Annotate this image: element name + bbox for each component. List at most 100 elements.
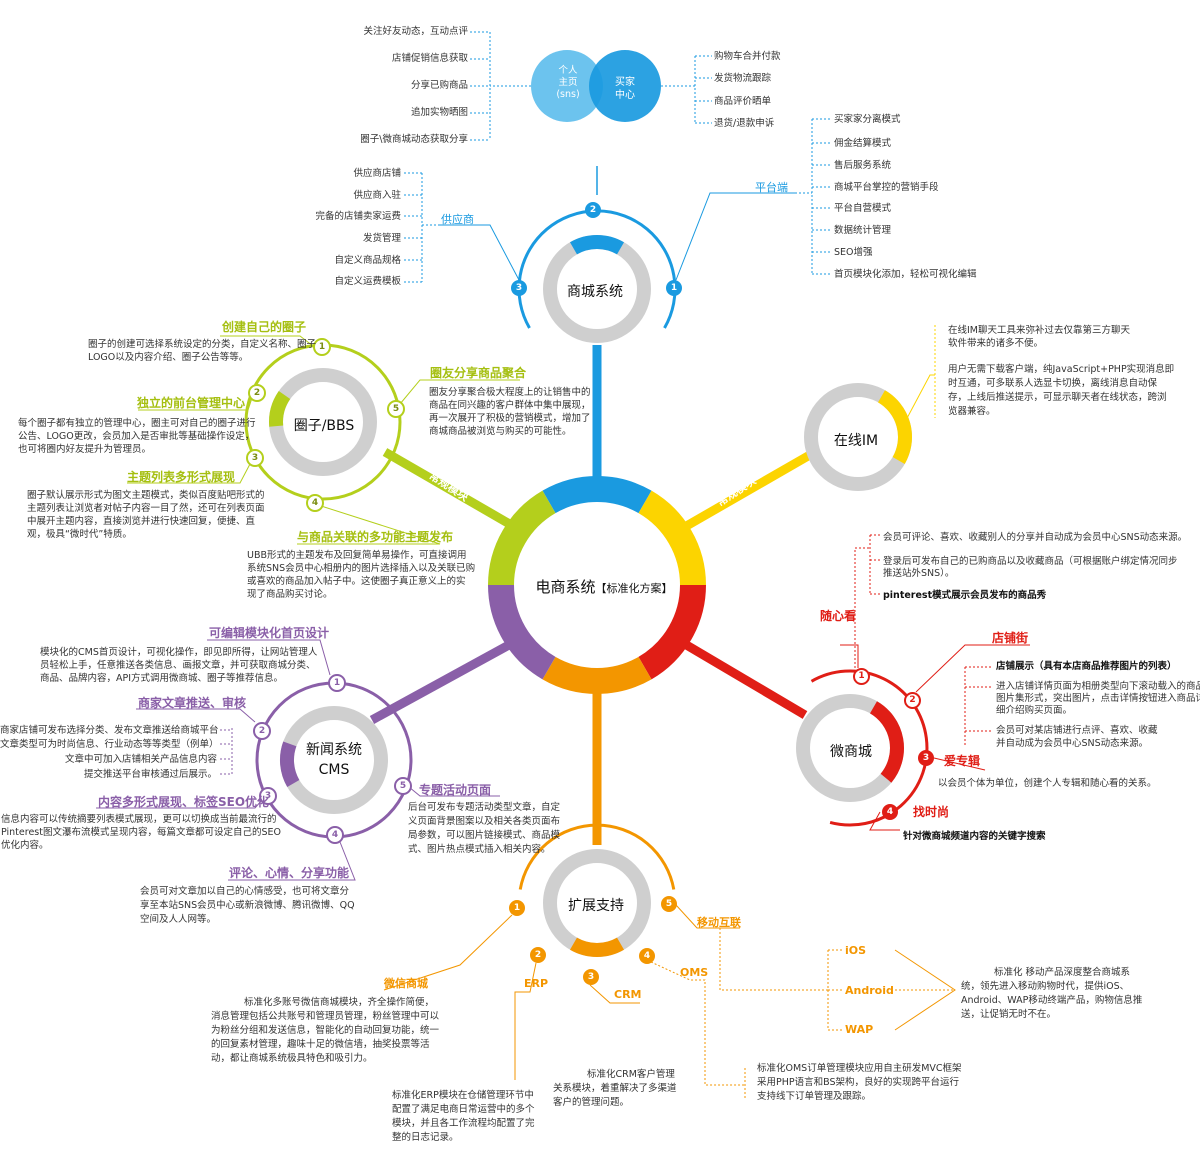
cms-desc-4-line-3: 空间及人人网等。 <box>140 914 217 925</box>
supplier-label: 供应商 <box>441 213 474 226</box>
ext-oms-d-2: 采用PHP语言和BS架构，良好的实现跨平台运行 <box>757 1077 959 1088</box>
ext-android: Android <box>845 984 894 997</box>
micro-badge-4: 4 <box>882 804 898 820</box>
spoke-right-top <box>673 448 818 536</box>
platform-item-2: 佣金结算模式 <box>834 138 892 149</box>
platform-item-4: 商城平台掌控的营销手段 <box>834 182 939 193</box>
bbs-conn-2 <box>138 397 253 411</box>
cms-desc-1-line-2: 员轻松上手，任意推送各类信息、画报文章，并可获取商城分类、 <box>40 660 316 671</box>
cms-desc-5-line-1: 后台可发布专题活动类型文章，自定 <box>408 802 561 813</box>
ext-mobile-d-3: Android、WAP移动终端产品，购物信息推 <box>961 995 1143 1006</box>
bbs-badge-1: 1 <box>313 338 331 356</box>
micro-shop-d2-line-1: 会员可对某店铺进行点评、喜欢、收藏 <box>996 725 1158 736</box>
bbs-badge-5: 5 <box>387 400 405 418</box>
ext-wechat-d-4: 的回复素材管理，趣味十足的微信墙，抽奖投票等活 <box>211 1039 430 1050</box>
bbs-heading-3: 主题列表多形式展现 <box>127 470 236 484</box>
micro-badge-3: 3 <box>918 750 934 766</box>
ext-conn-5 <box>675 904 740 929</box>
platform-connector <box>675 192 795 281</box>
im-hub-disc <box>820 399 896 475</box>
platform-label: 平台端 <box>755 181 788 194</box>
cms-heading-2: 商家文章推送、审核 <box>138 696 247 710</box>
center-ring-segment-6 <box>488 490 556 586</box>
im-p2-line-1: 用户无需下载客户端，纯JavaScript+PHP实现消息即 <box>948 364 1175 375</box>
ext-mobile-brace <box>894 949 956 1031</box>
micro-title: 微商城 <box>830 744 872 760</box>
im-p2-line-4: 览器兼容。 <box>948 406 996 417</box>
ext-wechat-d-1: 标准化多账号微信商城模块，齐全操作简便， <box>244 997 435 1008</box>
bbs-badge-3: 3 <box>246 449 264 467</box>
cms-conn-5 <box>408 786 500 797</box>
buyer-circle <box>589 50 661 122</box>
bbs-title: 圈子/BBS <box>293 418 355 434</box>
sns-circle-label: 个人 主页 (sns) <box>548 65 588 101</box>
buyer-item-2: 发货物流跟踪 <box>714 73 772 84</box>
supplier-item-6: 自定义运费模板 <box>334 276 401 287</box>
micro-shop-title: 店铺展示（具有本店商品推荐图片的列表） <box>996 661 1177 672</box>
bbs-badge-2: 2 <box>248 384 266 402</box>
bbs-desc-5-line-2: 商品在同兴趣的客户群体中集中展现， <box>429 400 591 411</box>
ext-oms-heading: OMS <box>680 966 709 979</box>
ext-badge-2: 2 <box>530 947 546 963</box>
micro-hub-ring-accent <box>869 701 904 783</box>
platform-item-3: 售后服务系统 <box>834 160 892 171</box>
ext-hub-ring-accent <box>570 937 624 957</box>
ext-mobile-d-1: 标准化 移动产品深度整合商城系 <box>994 967 1131 978</box>
spoke-left-top <box>382 448 523 534</box>
mall-hub-disc <box>559 251 635 327</box>
micro-heading-3: 爱专辑 <box>944 754 981 768</box>
micro-shop-d1-line-3: 细介绍购买页面。 <box>996 705 1073 716</box>
cms-badge-2: 2 <box>253 722 271 740</box>
im-p1-line-2: 软件带来的诸多不便。 <box>948 338 1044 349</box>
cms-hub-disc <box>296 722 372 798</box>
micro-top-item-3: pinterest模式展示会员发布的商品秀 <box>883 590 1047 601</box>
bbs-hub-disc <box>285 384 361 460</box>
cms-desc-5-line-2: 义页面背景图案以及相关各类页面布 <box>408 816 561 827</box>
center-ring-segment-4 <box>542 656 652 694</box>
buyer-circle-label: 买家 中心 <box>605 76 645 102</box>
supplier-item-5: 自定义商品规格 <box>334 255 401 266</box>
cms-badge-4: 4 <box>326 826 344 844</box>
bbs-desc-3-line-2: 主题列表让浏览者对帖子内容一目了然，还可在列表页面 <box>27 503 265 514</box>
bbs-desc-5-line-1: 圈友分享聚合极大程度上的让销售中的 <box>429 387 591 398</box>
bbs-desc-4-line-1: UBB形式的主题发布及回复简单易操作，可直接调用 <box>247 550 467 561</box>
bbs-conn-3 <box>127 463 251 484</box>
bbs-conn-5 <box>399 379 520 405</box>
micro-badge-2: 2 <box>904 692 921 709</box>
bbs-desc-1-line-1: 圈子的创建可选择系统设定的分类，自定义名称、圈子 <box>88 339 317 350</box>
bbs-desc-2-line-2: 公告、LOGO更改，会员加入是否审批等基础操作设定， <box>18 431 255 442</box>
micro-badge-1: 1 <box>853 668 870 685</box>
platform-item-6: 数据统计管理 <box>834 225 892 236</box>
micro-conn-3 <box>933 757 986 771</box>
ext-erp-d-1: 标准化ERP模块在仓储管理环节中 <box>392 1090 534 1101</box>
micro-shop-d2-line-2: 并自动成为会员中心SNS动态来源。 <box>996 738 1149 749</box>
spoke-label-top: 常规模块 <box>607 406 620 450</box>
center-ring-segment-2 <box>638 490 706 586</box>
im-p2-line-2: 时互通，可多联系人选显卡切换，离线消息自动保 <box>948 378 1158 389</box>
cms-conn-1 <box>207 639 331 676</box>
mall-badge-2: 2 <box>585 202 601 218</box>
ext-conn-2 <box>514 962 537 1080</box>
bbs-conn-4 <box>297 504 441 545</box>
mall-badge-3: 3 <box>511 280 527 296</box>
platform-item-5: 平台自营模式 <box>834 203 892 214</box>
cms-desc-2-line-3: 文章中可加入店铺相关产品信息内容 <box>64 754 217 765</box>
cms-hub-ring-accent <box>279 741 300 788</box>
sns-item-5: 圈子\微商城动态获取分享 <box>360 134 468 145</box>
sns-line-3: (sns) <box>556 89 580 100</box>
supplier-item-3: 完备的店铺卖家运费 <box>315 211 401 222</box>
bbs-hub-ring-accent <box>269 390 291 427</box>
ext-conn-1 <box>383 914 513 991</box>
bbs-desc-3-line-4: 观，极具“微时代”特质。 <box>27 529 132 540</box>
cms-conn-3 <box>96 799 263 809</box>
micro-conn-4 <box>869 811 900 831</box>
cms-heading-4: 评论、心情、分享功能 <box>229 866 350 880</box>
micro-desc-4: 针对微商城频道内容的关键字搜索 <box>903 831 1046 842</box>
buyer-line-1: 买家 <box>615 77 635 88</box>
sns-circle <box>531 50 603 122</box>
bbs-desc-5-line-3: 再一次展开了积极的营销模式，增加了 <box>429 413 591 424</box>
im-title: 在线IM <box>833 433 879 449</box>
micro-shop-d1-line-2: 图片集形式，突出图片，点击详情按钮进入商品详 <box>996 693 1200 704</box>
bbs-desc-1-line-2: LOGO以及内容介绍、圈子公告等等。 <box>88 352 249 363</box>
ext-mobile-d-2: 统，领先进入移动购物时代，提供iOS、 <box>961 981 1130 992</box>
